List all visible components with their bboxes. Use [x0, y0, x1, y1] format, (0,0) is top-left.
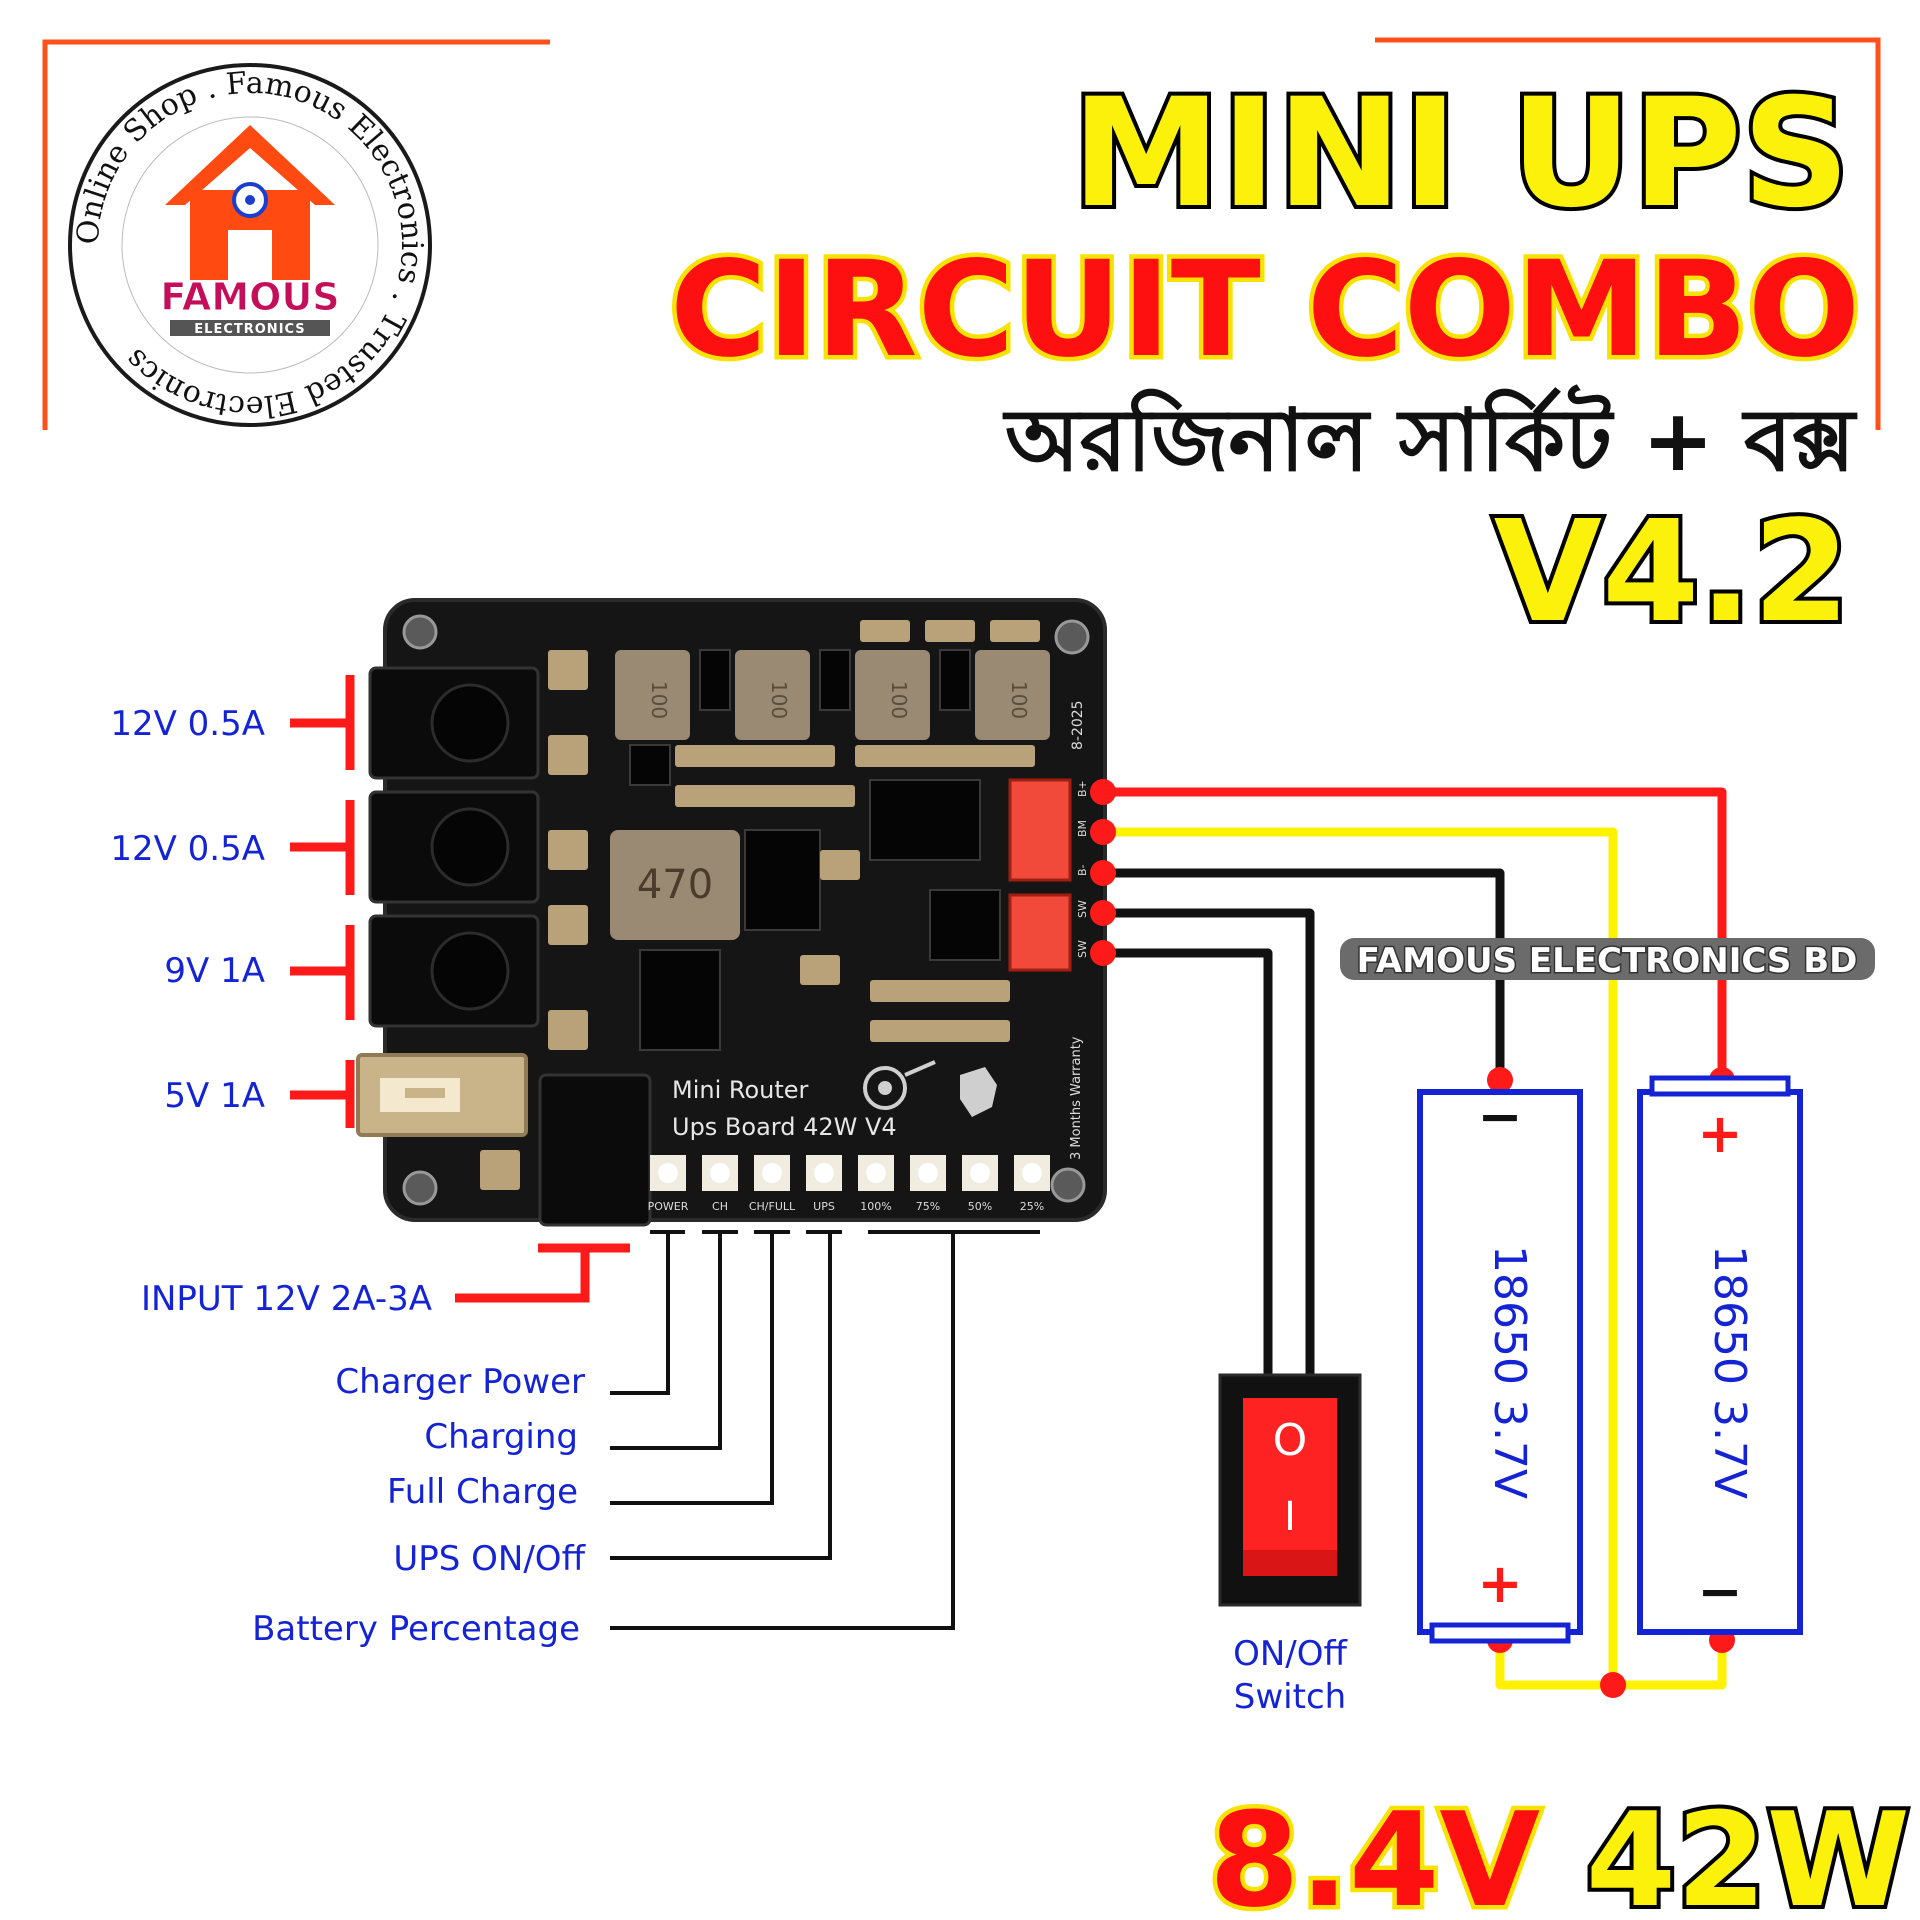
inductors: 100 100 100 100 470	[610, 650, 1050, 940]
map-icon	[960, 1067, 997, 1117]
pin-label-1: B+	[1076, 780, 1089, 797]
led-100	[858, 1155, 894, 1191]
led-25	[1014, 1155, 1050, 1191]
indicator-callouts: Charger Power Charging Full Charge UPS O…	[252, 1230, 1040, 1649]
spec-block: 8.4V 42W	[1205, 1780, 1914, 1920]
board-name-line1: Mini Router	[672, 1076, 809, 1104]
battery-2-text: 18650 3.7V	[1704, 1245, 1755, 1499]
inductor-label-4: 100	[1007, 681, 1031, 719]
title-line2: CIRCUIT COMBO	[670, 233, 1860, 387]
watermark: FAMOUS ELECTRONICS BD	[1340, 938, 1875, 983]
dc-output-jacks	[368, 666, 540, 1028]
inductor-label-2: 100	[767, 681, 791, 719]
usb-port	[356, 1053, 528, 1137]
led-ups	[806, 1155, 842, 1191]
battery-connector	[1008, 778, 1072, 972]
switch-on-symbol: O	[1273, 1415, 1308, 1466]
pin-label-4: SW	[1076, 900, 1089, 918]
inductor-label-1: 100	[647, 681, 671, 719]
led-label-power: POWER	[648, 1200, 689, 1213]
logo-sub: ELECTRONICS	[194, 322, 305, 337]
inductor-label-3: 100	[887, 681, 911, 719]
wire-black-sw2	[1103, 948, 1273, 1380]
output-label-2: 12V 0.5A	[110, 829, 265, 869]
led-row: POWER CH CH/FULL UPS 100% 75% 50% 25%	[648, 1155, 1050, 1213]
led-label-75: 75%	[916, 1200, 940, 1213]
pin-label-3: B-	[1076, 864, 1089, 876]
battery-1-minus: −	[1477, 1085, 1522, 1148]
led-label-ch: CH	[712, 1200, 728, 1213]
wire-red-bplus	[1103, 787, 1727, 1080]
led-50	[962, 1155, 998, 1191]
pin-labels: B+ BM B- SW SW	[1076, 780, 1089, 958]
mounting-holes	[402, 614, 1090, 1206]
output-label-4: 5V 1A	[164, 1076, 265, 1116]
frame-corners	[42, 37, 1881, 430]
logo-brand: FAMOUS	[160, 275, 339, 319]
output-label-3: 9V 1A	[164, 951, 265, 991]
output-brackets	[290, 675, 355, 1128]
wire-black-bminus	[1103, 868, 1505, 1080]
battery-1-text: 18650 3.7V	[1484, 1245, 1535, 1499]
switch-label-line1: ON/Off	[1233, 1634, 1348, 1674]
pin-label-2: BM	[1076, 820, 1089, 837]
board-warranty: 3 Months Warranty	[1069, 1036, 1084, 1160]
title-line1: MINI UPS	[1072, 67, 1850, 241]
led-ch-full	[754, 1155, 790, 1191]
battery-1-plus: +	[1477, 1552, 1522, 1615]
board-name-line2: Ups Board 42W V4	[672, 1113, 897, 1141]
input-label: INPUT 12V 2A-3A	[141, 1279, 432, 1319]
led-label-25: 25%	[1020, 1200, 1044, 1213]
indicator-label-ups-onoff: UPS ON/Off	[393, 1539, 586, 1579]
led-power	[650, 1155, 686, 1191]
watermark-text: FAMOUS ELECTRONICS BD	[1357, 941, 1858, 981]
led-label-ch-full: CH/FULL	[749, 1200, 796, 1213]
board-date: 8-2025	[1070, 700, 1086, 750]
input-callout: INPUT 12V 2A-3A	[141, 1243, 630, 1319]
indicator-label-full-charge: Full Charge	[387, 1472, 578, 1512]
gear-icon	[863, 1060, 936, 1110]
title-block: MINI UPS CIRCUIT COMBO অরজিনাল সার্কিট +…	[665, 63, 1864, 658]
output-label-1: 12V 0.5A	[110, 704, 265, 744]
spec-power: 42W	[1586, 1784, 1910, 1920]
led-label-50: 50%	[968, 1200, 992, 1213]
wire-yellow-bm	[1103, 827, 1618, 1685]
pin-label-5: SW	[1076, 940, 1089, 958]
led-75	[910, 1155, 946, 1191]
inductor-big-label: 470	[637, 862, 713, 908]
indicator-label-charger-power: Charger Power	[335, 1362, 585, 1402]
title-version: V4.2	[1494, 491, 1850, 654]
indicator-label-battery-percentage: Battery Percentage	[252, 1609, 580, 1649]
battery-2-minus: −	[1697, 1560, 1742, 1623]
onoff-switch: O I ON/Off Switch	[1218, 1373, 1362, 1717]
title-line3-bn: অরজিনাল সার্কিট + বক্স	[1002, 384, 1858, 491]
input-jack	[538, 1073, 652, 1227]
led-label-100: 100%	[860, 1200, 891, 1213]
battery-2: + 18650 3.7V −	[1637, 1075, 1803, 1635]
indicator-label-charging: Charging	[424, 1417, 578, 1457]
wire-black-sw1	[1103, 908, 1315, 1380]
ups-board: 100 100 100 100 470	[356, 598, 1107, 1227]
shop-logo: Online Shop . Famous Electronics . Trust…	[68, 63, 432, 427]
ic-chips	[629, 649, 1001, 1051]
switch-off-symbol: I	[1284, 1494, 1296, 1540]
switch-label-line2: Switch	[1234, 1677, 1346, 1717]
battery-2-plus: +	[1697, 1102, 1742, 1165]
output-labels: 12V 0.5A 12V 0.5A 9V 1A 5V 1A	[110, 675, 355, 1128]
spec-voltage: 8.4V	[1209, 1784, 1540, 1920]
battery-1: − 18650 3.7V +	[1417, 1085, 1583, 1644]
led-label-ups: UPS	[813, 1200, 835, 1213]
led-ch	[702, 1155, 738, 1191]
house-icon	[165, 125, 335, 280]
small-components	[480, 620, 1040, 1190]
